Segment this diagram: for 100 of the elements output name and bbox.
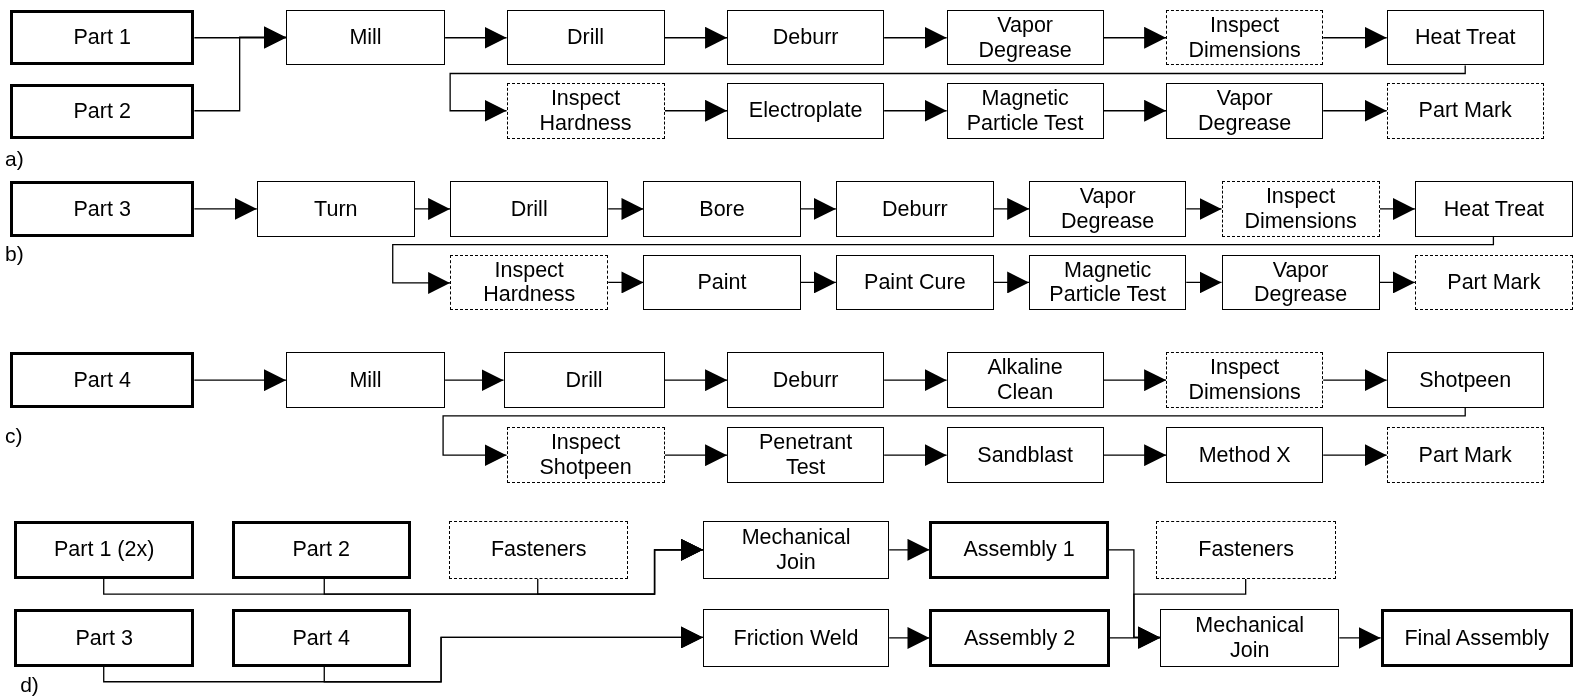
step-label: Part Mark [1447,270,1541,295]
arrow [883,369,948,392]
arrow [1338,626,1382,649]
step-label: Final Assembly [1404,625,1550,651]
process-box [946,10,1104,66]
arrow [1322,26,1388,49]
step-label: Penetrant Test [758,430,854,480]
part-box [929,609,1110,667]
arrow [1103,99,1167,122]
arrow [193,26,287,112]
step-label: Part Mark [1418,98,1512,124]
section-label: a) [5,147,24,172]
step-label: Mechanical Join [740,525,852,575]
process-box [727,82,885,139]
part-box [14,520,195,580]
process-box [1160,609,1340,667]
process-box [946,426,1104,484]
step-label: Part 3 [73,196,131,222]
arrow [1103,26,1167,49]
process-box [643,181,801,237]
step-label: Deburr [772,25,839,51]
part-box [10,10,195,66]
arrow [414,197,451,220]
step-label: Inspect Dimensions [1187,13,1302,63]
step-label: Part 4 [73,367,131,393]
step-label: Inspect Shotpeen [538,430,633,480]
step-label: Part 4 [292,625,350,651]
process-box [1386,10,1544,66]
part-box [10,352,195,408]
arrow [323,626,704,683]
process-box [1166,426,1324,484]
arrow [883,444,948,467]
process-box [702,609,890,667]
inspection-box [506,426,665,484]
arrow [444,26,508,49]
process-box [835,254,994,311]
step-label: Shotpeen [1419,367,1512,393]
arrow [883,26,948,49]
arrow [993,197,1030,220]
arrow [1322,444,1388,467]
step-label: Part 3 [75,625,133,651]
step-label: Part 2 [73,98,131,124]
step-label: Fasteners [1198,537,1294,563]
process-box [702,520,890,580]
arrow [392,236,1495,294]
step-label: Bore [699,196,745,222]
step-label: Inspect Dimensions [1187,355,1302,405]
process-box [1166,82,1324,139]
process-box [503,352,665,408]
step-label: Heat Treat [1443,196,1545,222]
process-box [1386,352,1544,408]
step-label: Drill [565,367,603,393]
step-label: Alkaline Clean [986,355,1064,405]
arrow [799,197,837,220]
process-box [286,10,446,66]
arrow [888,626,931,649]
step-label: Magnetic Particle Test [1048,257,1168,308]
step-label: Drill [567,25,605,51]
step-label: Inspect Hardness [482,257,577,308]
process-box [946,352,1104,408]
part-box [929,520,1109,580]
step-label: Deburr [772,367,839,393]
step-label: Magnetic Particle Test [965,86,1085,136]
arrow [1185,197,1223,220]
inspection-box [1221,181,1380,237]
part-box [231,609,411,667]
process-box [946,82,1104,139]
arrow [1378,271,1416,294]
inspection-box [1414,254,1573,311]
step-label: Vapor Degrease [1252,257,1349,308]
part-box [1380,609,1573,667]
arrow [444,369,505,392]
section-label: c) [5,424,23,449]
section-label: d) [20,672,39,697]
process-box [256,181,415,237]
step-label: Electroplate [748,98,863,124]
step-label: Vapor Degrease [977,13,1073,63]
step-label: Paint [697,270,747,295]
inspection-box [1166,10,1324,66]
arrow [883,99,948,122]
part-box [14,609,195,667]
step-label: Deburr [882,196,948,222]
arrow [607,197,645,220]
part-box [10,83,195,139]
process-box [286,352,446,408]
process-box [727,352,885,408]
arrow [1378,197,1416,220]
step-label: Assembly 1 [963,537,1075,563]
arrow [537,538,704,595]
step-label: Part 1 (2x) [54,537,155,563]
inspection-box [1166,352,1324,408]
step-label: Inspect Hardness [538,86,633,136]
arrow [442,407,1466,467]
arrow [193,197,258,220]
section-label: b) [5,241,24,266]
arrow [664,444,728,467]
step-label: Mill [349,25,382,51]
step-label: Part Mark [1418,442,1512,468]
step-label: Fasteners [490,537,587,563]
step-label: Friction Weld [733,625,859,651]
